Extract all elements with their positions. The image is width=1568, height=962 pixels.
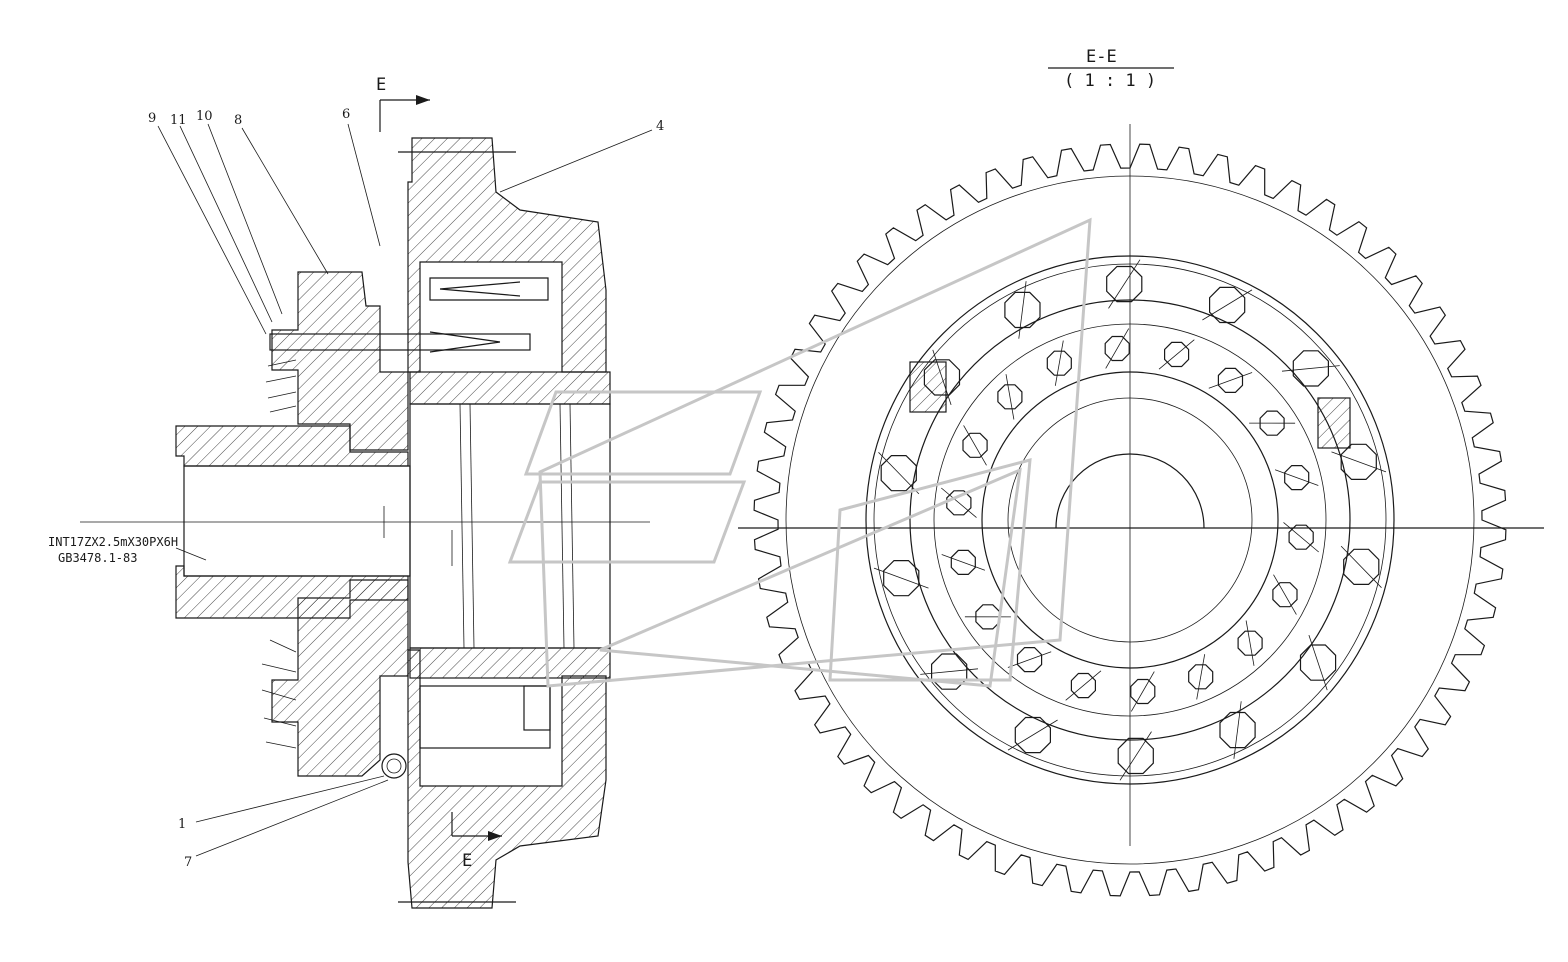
- bolt-hole-mark: [1208, 372, 1253, 389]
- callout-8: 8: [234, 113, 242, 128]
- bolt-hole-mark: [1105, 328, 1130, 369]
- callout-6: 6: [342, 107, 350, 122]
- bolt-hole-mark: [1274, 469, 1319, 486]
- bolt-hole-group: [873, 259, 1387, 781]
- bolt-hole: [946, 490, 972, 516]
- bolt-hole: [930, 653, 968, 690]
- bolt-hole-mark: [1007, 651, 1052, 668]
- drum-inner-lower: [409, 647, 611, 679]
- hatch-patch-left: [909, 361, 947, 413]
- bolt-hole-mark: [1158, 339, 1195, 370]
- callout-7: 7: [184, 855, 192, 870]
- bolt-hole: [883, 559, 920, 597]
- bolt-hole-mark: [1281, 365, 1340, 372]
- bolt-hole: [1106, 265, 1143, 303]
- bolt-hole: [1208, 286, 1246, 324]
- bolt-hole: [1188, 664, 1214, 690]
- bolt-hole: [1117, 737, 1154, 775]
- bolt-hole: [1070, 672, 1097, 699]
- bolt-hole-mark: [1233, 701, 1242, 759]
- bolt-hole-mark: [1130, 671, 1155, 712]
- cut-label-bottom: E: [462, 851, 472, 871]
- bolt-hole: [975, 604, 1001, 630]
- bolt-hole-mark: [1308, 634, 1328, 691]
- bolt-hole-mark: [1202, 289, 1253, 321]
- bolt-hole: [1004, 291, 1041, 329]
- callout-4: 4: [656, 119, 664, 134]
- callout-10: 10: [196, 109, 213, 124]
- ring-lower: [419, 685, 551, 749]
- bolt-hole: [1343, 548, 1380, 586]
- seal-ring-7: [381, 753, 407, 779]
- bolt-hole: [1340, 443, 1377, 480]
- bolt-hole: [1016, 646, 1043, 673]
- bolt-hole: [1284, 465, 1310, 491]
- spline-note: INT17ZX2.5mX30PX6H GB3478.1-83: [48, 535, 207, 565]
- bolt-hole: [1237, 630, 1263, 656]
- bolt-hole-mark: [1245, 620, 1255, 666]
- spline-spec: INT17ZX2.5mX30PX6H: [48, 535, 178, 549]
- bolt-hole: [880, 455, 917, 492]
- bolt-hole-mark: [1331, 451, 1387, 473]
- bolt-hole-mark: [1273, 574, 1297, 615]
- section-cut-marker-top: E: [376, 75, 430, 132]
- watermark-logo: [507, 217, 1092, 688]
- bolt-hole: [950, 549, 976, 576]
- bolt-hole-mark: [941, 487, 977, 518]
- bolt-hole: [962, 432, 988, 458]
- section-scale-label: ( 1 : 1 ): [1064, 71, 1156, 91]
- bolt-hole-mark: [1005, 374, 1015, 420]
- bolt-hole: [1046, 350, 1072, 376]
- bolt-hole-mark: [941, 554, 986, 571]
- bolt-hole: [1130, 678, 1156, 705]
- part-callouts: 9 11 10 8 6 4 1 7: [148, 107, 664, 870]
- callout-11: 11: [170, 113, 187, 128]
- gear-teeth-outline: [753, 143, 1507, 897]
- bolt-hole: [1217, 367, 1244, 393]
- hatch-patch-right: [1317, 397, 1351, 449]
- drum-inner-upper: [409, 371, 611, 405]
- bolt-hole: [1163, 341, 1190, 368]
- bolt-hole-mark: [878, 452, 920, 495]
- bolt-hole: [1288, 524, 1314, 550]
- bolt-hole-mark: [1065, 670, 1102, 701]
- section-ee-view: [738, 124, 1544, 897]
- spline-standard: GB3478.1-83: [58, 551, 137, 565]
- drum-cavity: [409, 403, 611, 649]
- bolt-hole-mark: [1007, 719, 1058, 751]
- bolt-hole: [1292, 350, 1330, 387]
- cross-section-view: [80, 137, 650, 909]
- bolt-hole: [1104, 335, 1130, 362]
- bolt-hole-mark: [873, 567, 929, 589]
- bolt-hole: [1272, 582, 1298, 608]
- bolt-hole: [1219, 711, 1256, 749]
- section-title: E-E ( 1 : 1 ): [1048, 47, 1174, 91]
- bolt-hole-mark: [963, 425, 987, 466]
- callout-1: 1: [178, 817, 186, 832]
- bolt-hole: [1014, 716, 1052, 754]
- spline-bore: [183, 465, 411, 577]
- cut-label-top: E: [376, 75, 386, 95]
- bolt-hole-mark: [1196, 654, 1206, 700]
- bolt-hole-mark: [1119, 731, 1152, 781]
- bolt-hole-mark: [1054, 340, 1064, 386]
- bolt-hole-mark: [1018, 281, 1027, 339]
- bolt-hole-mark: [920, 668, 979, 675]
- bolt-hole-mark: [1108, 259, 1141, 309]
- bolt-hole-mark: [1283, 522, 1319, 553]
- bolt-hole: [997, 384, 1023, 410]
- bolt-hole: [1299, 644, 1337, 681]
- gear-flange-bottom: [407, 649, 607, 909]
- section-title-label: E-E: [1086, 47, 1117, 67]
- gear-flange-top: [407, 137, 607, 373]
- section-cut-marker-bottom: E: [451, 812, 502, 871]
- callout-9: 9: [148, 111, 156, 126]
- bolt-hole-mark: [1340, 545, 1382, 588]
- bolt-upper: [269, 333, 531, 351]
- bolt-hole: [1259, 410, 1285, 436]
